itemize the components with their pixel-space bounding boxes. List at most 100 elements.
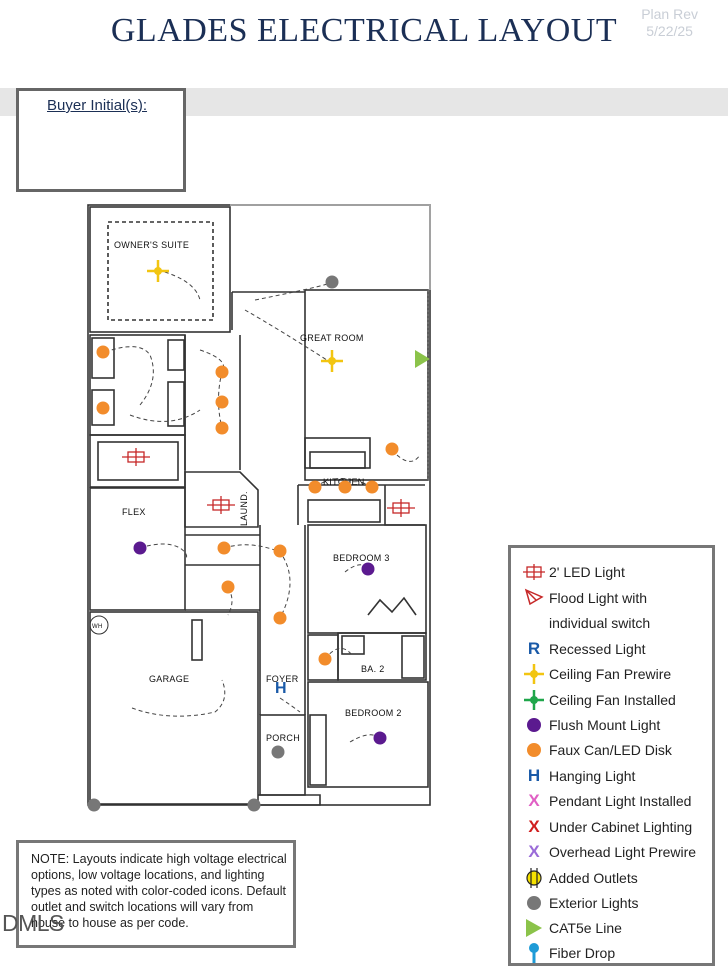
legend-item-led-light: 2' LED Light bbox=[523, 560, 625, 584]
exterior-light-icon bbox=[325, 275, 339, 289]
recessed-light-icon: R bbox=[527, 639, 541, 658]
added-outlets-icon bbox=[523, 867, 545, 889]
cat5e-icon bbox=[415, 350, 430, 368]
legend-item-added-outlets: Added Outlets bbox=[523, 866, 638, 890]
legend-item-ceiling-fan-prewire: Ceiling Fan Prewire bbox=[523, 662, 671, 686]
led-light-icon bbox=[523, 561, 545, 583]
room-label-flex: FLEX bbox=[122, 507, 146, 517]
hanging-light-icon: H bbox=[275, 680, 287, 697]
exterior-light-icon bbox=[271, 745, 285, 759]
legend-item-exterior-lights: Exterior Lights bbox=[523, 891, 638, 915]
plan-rev-label: Plan Rev bbox=[641, 6, 698, 22]
legend-label: Pendant Light Installed bbox=[549, 793, 692, 809]
exterior-light-icon bbox=[523, 892, 545, 914]
room-label-great-room: GREAT ROOM bbox=[300, 333, 364, 343]
flood-light-icon bbox=[523, 586, 545, 608]
led-light-icon bbox=[387, 499, 415, 517]
room-label-laundry: LAUND. bbox=[239, 491, 249, 526]
legend-label: Under Cabinet Lighting bbox=[549, 819, 693, 835]
bedroom3-walls bbox=[307, 524, 427, 634]
legend-item-fiber-drop: Fiber Drop bbox=[523, 941, 615, 965]
under-cabinet-icon: X bbox=[528, 817, 540, 836]
faux-can-icon bbox=[96, 345, 110, 359]
ceiling-fan-prewire-icon bbox=[321, 350, 343, 372]
legend-item-hanging-light: H Hanging Light bbox=[523, 764, 636, 788]
note-text: NOTE: Layouts indicate high voltage elec… bbox=[31, 852, 287, 930]
legend-label: Flush Mount Light bbox=[549, 717, 661, 733]
hanging-light-icon: H bbox=[527, 766, 541, 785]
legend: 2' LED Light Flood Light with individual… bbox=[508, 545, 715, 966]
legend-item-flood-light: Flood Light with individual switch bbox=[523, 586, 699, 636]
faux-can-icon bbox=[385, 442, 399, 456]
flush-mount-light-icon bbox=[523, 714, 545, 736]
ceiling-fan-installed-icon bbox=[523, 689, 545, 711]
legend-item-recessed-light: R Recessed Light bbox=[523, 637, 646, 661]
legend-item-pendant-light: X Pendant Light Installed bbox=[523, 789, 691, 813]
legend-label: 2' LED Light bbox=[549, 564, 625, 580]
ceiling-fan-prewire-icon bbox=[147, 260, 169, 282]
legend-item-ceiling-fan-installed: Ceiling Fan Installed bbox=[523, 688, 676, 712]
legend-label: Recessed Light bbox=[549, 641, 646, 657]
legend-label: Ceiling Fan Installed bbox=[549, 692, 676, 708]
owners-suite-walls bbox=[89, 206, 231, 333]
room-label-owners-suite: OWNER'S SUITE bbox=[114, 240, 189, 250]
bedroom2-walls bbox=[307, 681, 429, 788]
room-label-bath2: BA. 2 bbox=[361, 664, 385, 674]
plan-revision: Plan Rev 5/22/25 bbox=[641, 6, 698, 40]
legend-label: Ceiling Fan Prewire bbox=[549, 666, 672, 682]
buyer-initials-label: Buyer Initial(s): bbox=[47, 97, 148, 114]
legend-label: CAT5e Line bbox=[549, 920, 622, 936]
legend-item-faux-can: Faux Can/LED Disk bbox=[523, 738, 672, 762]
overhead-light-icon: X bbox=[528, 842, 540, 861]
room-label-garage: GARAGE bbox=[149, 674, 189, 684]
plan-rev-date: 5/22/25 bbox=[646, 23, 693, 39]
room-label-bedroom3: BEDROOM 3 bbox=[333, 553, 390, 563]
legend-item-cat5e: CAT5e Line bbox=[523, 916, 622, 940]
faux-can-icon bbox=[215, 421, 229, 435]
flush-mount-light-icon bbox=[133, 541, 147, 555]
buyer-initials-box[interactable]: Buyer Initial(s): bbox=[16, 88, 186, 192]
faux-can-icon bbox=[318, 652, 332, 666]
faux-can-icon bbox=[338, 480, 352, 494]
faux-can-icon bbox=[365, 480, 379, 494]
tray-ceiling bbox=[107, 221, 214, 321]
faux-can-icon bbox=[221, 580, 235, 594]
legend-label: Hanging Light bbox=[549, 768, 636, 784]
legend-item-overhead-light: X Overhead Light Prewire bbox=[523, 840, 696, 864]
cat5e-icon bbox=[523, 917, 545, 939]
ceiling-fan-prewire-icon bbox=[523, 663, 545, 685]
exterior-light-icon bbox=[247, 798, 261, 812]
legend-item-under-cabinet: X Under Cabinet Lighting bbox=[523, 815, 692, 839]
pendant-light-icon: X bbox=[528, 791, 540, 810]
faux-can-icon bbox=[96, 401, 110, 415]
flush-mount-light-icon bbox=[373, 731, 387, 745]
flush-mount-light-icon bbox=[361, 562, 375, 576]
exterior-light-icon bbox=[87, 798, 101, 812]
faux-can-icon bbox=[215, 395, 229, 409]
led-light-icon bbox=[207, 496, 235, 514]
room-label-foyer: FOYER bbox=[266, 674, 299, 684]
faux-can-icon bbox=[273, 544, 287, 558]
room-label-porch: PORCH bbox=[266, 733, 300, 743]
faux-can-icon bbox=[273, 611, 287, 625]
great-room-walls bbox=[304, 289, 429, 481]
legend-item-flush-mount: Flush Mount Light bbox=[523, 713, 660, 737]
room-label-bedroom2: BEDROOM 2 bbox=[345, 708, 402, 718]
page-title: GLADES ELECTRICAL LAYOUT bbox=[110, 12, 618, 49]
legend-label: Faux Can/LED Disk bbox=[549, 742, 672, 758]
flex-walls bbox=[89, 487, 186, 611]
faux-can-icon bbox=[523, 739, 545, 761]
legend-label: Added Outlets bbox=[549, 870, 638, 886]
legend-label: Fiber Drop bbox=[549, 945, 616, 961]
garage-walls bbox=[89, 611, 259, 805]
faux-can-icon bbox=[308, 480, 322, 494]
fiber-drop-icon bbox=[523, 942, 545, 964]
room-label-water-heater: WH bbox=[92, 624, 103, 630]
note-box: NOTE: Layouts indicate high voltage elec… bbox=[16, 840, 296, 948]
led-light-icon bbox=[122, 448, 150, 466]
faux-can-icon bbox=[217, 541, 231, 555]
legend-label: Exterior Lights bbox=[549, 895, 639, 911]
watermark: DMLS bbox=[2, 910, 64, 936]
legend-label: Overhead Light Prewire bbox=[549, 844, 697, 860]
